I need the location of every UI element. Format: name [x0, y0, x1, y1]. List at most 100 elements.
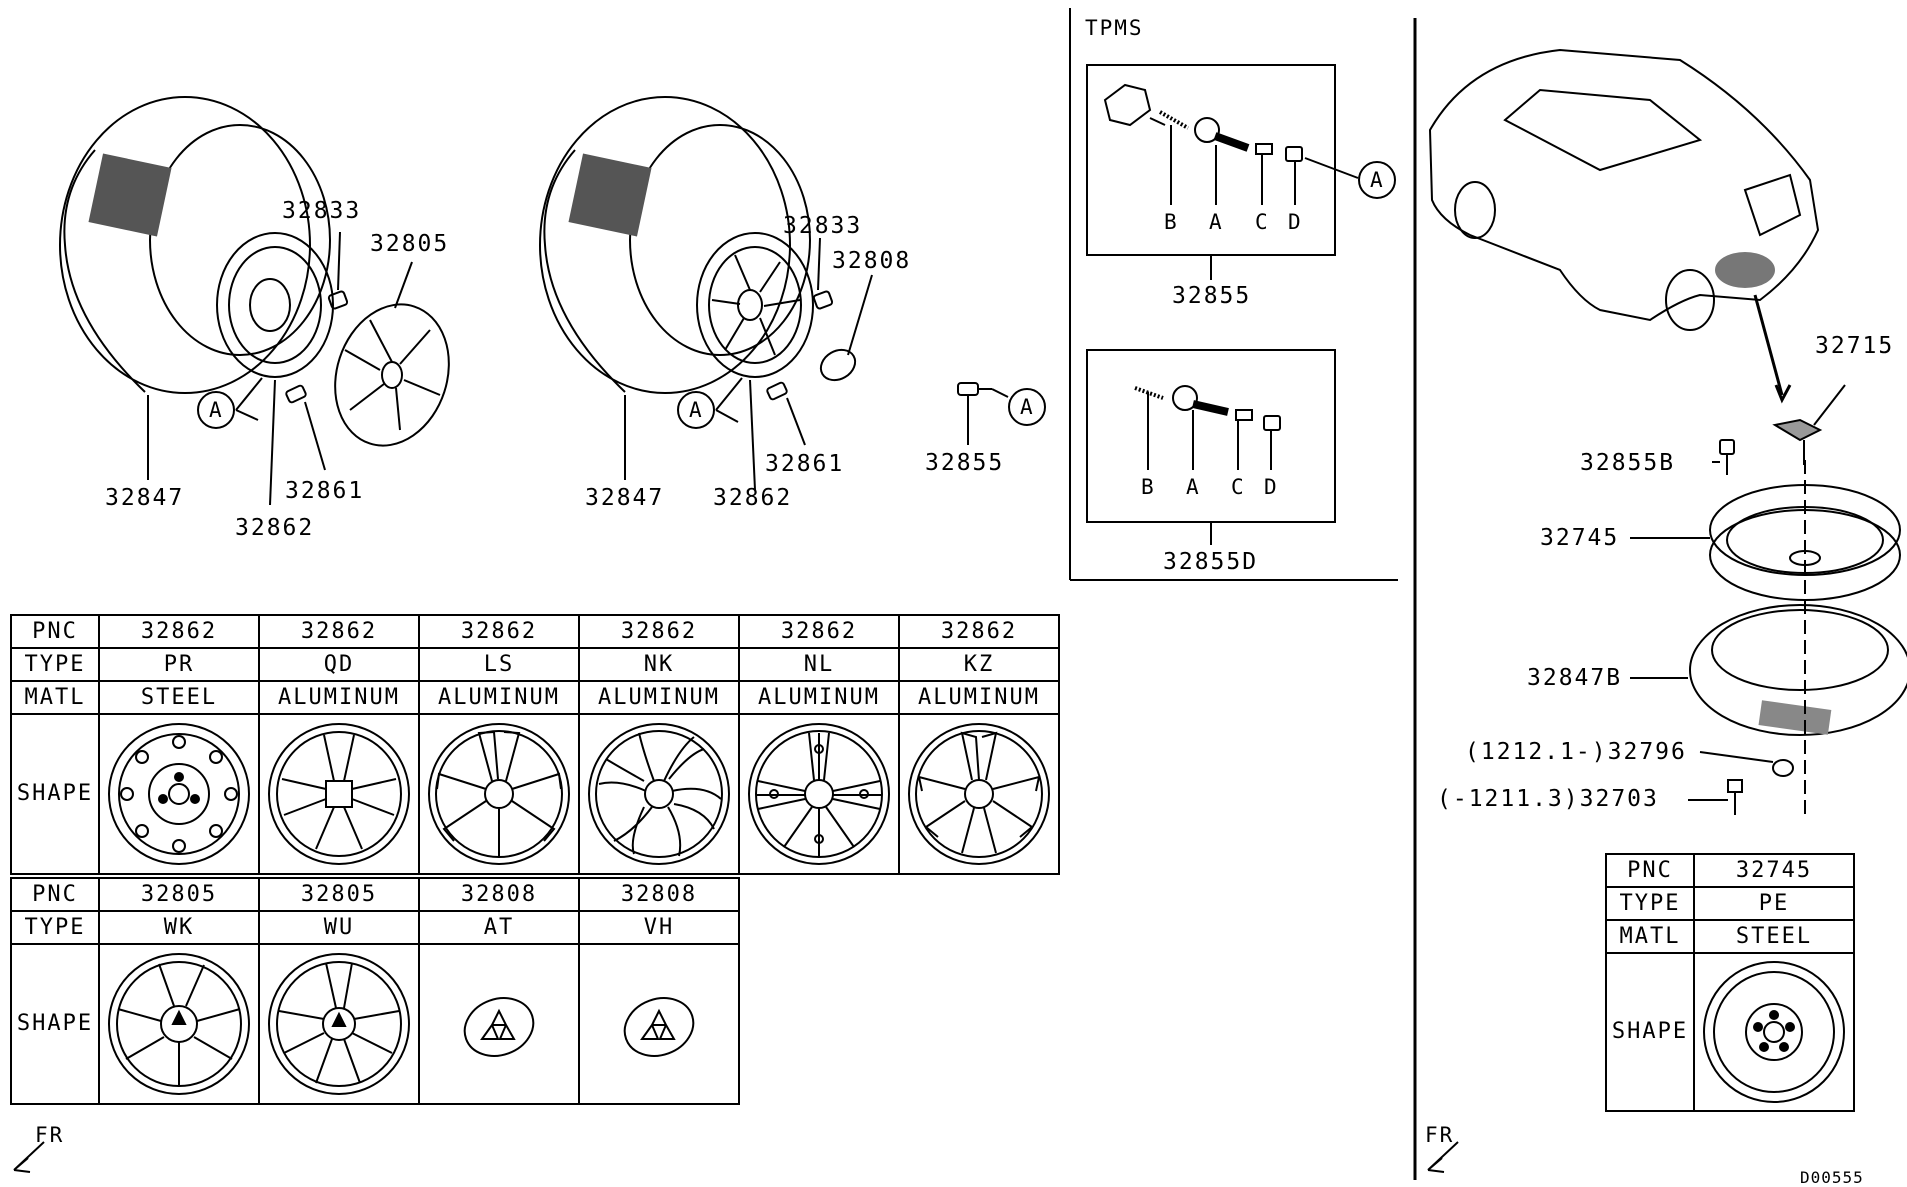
covers-pnc-cell: 32805	[98, 877, 260, 912]
wheels-matl-cell: ALUMINUM	[418, 680, 580, 715]
covers-type-cell: AT	[418, 910, 580, 945]
spare-wheel-label: 32745	[1540, 525, 1620, 551]
covers-type-cell: WK	[98, 910, 260, 945]
spare-matl-cell: STEEL	[1693, 919, 1855, 954]
spare-part2-label: (-1211.3)32703	[1437, 786, 1659, 812]
fr-label-left: FR	[35, 1123, 65, 1147]
wheels-pnc-cell: 32862	[258, 614, 420, 649]
car-silhouette-icon	[1428, 48, 1820, 331]
wheels-matl-cell: ALUMINUM	[578, 680, 740, 715]
wheels-matl-cell: ALUMINUM	[898, 680, 1060, 715]
wheels-pnc-cell: 32862	[898, 614, 1060, 649]
diagram-id: D00555	[1800, 1168, 1864, 1187]
tpms-kit2-box	[1086, 349, 1336, 523]
mid-valve-icon	[957, 382, 992, 396]
tpms-ref-marker: A	[1370, 168, 1383, 192]
spare-tire-illustration	[1689, 604, 1907, 736]
wheels-pnc-cell: 32862	[98, 614, 260, 649]
ref-circle-tpms	[1358, 161, 1396, 199]
alloy-wheel-nk-icon	[588, 723, 730, 865]
wheels-type-cell: NK	[578, 647, 740, 682]
wheels-shape-cell	[578, 713, 740, 875]
wheels-table: PNC 32862 32862 32862 32862 32862 32862 …	[10, 614, 1060, 875]
wheels-pnc-cell: 32862	[578, 614, 740, 649]
alloy-wheel-ls-icon	[428, 723, 570, 865]
tpms-kit2-stem-icon	[1134, 385, 1281, 431]
bracket-icon	[1772, 418, 1823, 442]
left-weight-label: 32861	[285, 478, 365, 504]
tpms-kit1-letter-c: C	[1255, 210, 1270, 234]
covers-shape-cell	[258, 943, 420, 1105]
left-cover-label: 32805	[370, 231, 450, 257]
mid-cap-icon	[819, 348, 857, 382]
tpms-kit1-letter-b: B	[1164, 210, 1179, 234]
steel-wheel-icon	[108, 723, 250, 865]
spare-shape-cell	[1693, 952, 1855, 1112]
spare-bolt-label: 32855B	[1580, 450, 1676, 476]
covers-pnc-cell: 32805	[258, 877, 420, 912]
left-tire-label: 32847	[105, 485, 185, 511]
tpms-sensor-icon	[1103, 83, 1166, 127]
wheels-table-header-matl: MATL	[10, 680, 100, 715]
spare-wheel-icon	[1703, 961, 1845, 1103]
wheels-type-cell: LS	[418, 647, 580, 682]
tpms-kit1-label: 32855	[1172, 283, 1252, 309]
spare-type-cell: PE	[1693, 886, 1855, 921]
mid-tire-illustration	[539, 96, 814, 394]
spare-part1-label: (1212.1-)32796	[1465, 739, 1687, 765]
covers-shape-cell	[578, 943, 740, 1105]
covers-type-cell: WU	[258, 910, 420, 945]
wheels-pnc-cell: 32862	[738, 614, 900, 649]
wheels-shape-cell	[98, 713, 260, 875]
spare-tire-label: 32847B	[1527, 665, 1623, 691]
spare-table-header-shape: SHAPE	[1605, 952, 1695, 1112]
mid-nut-label: 32833	[783, 213, 863, 239]
wheels-shape-cell	[738, 713, 900, 875]
mid-valve-label: 32855	[925, 450, 1005, 476]
covers-type-cell: VH	[578, 910, 740, 945]
wheels-pnc-cell: 32862	[418, 614, 580, 649]
mid-cap-label: 32808	[832, 248, 912, 274]
left-wheel-label: 32862	[235, 515, 315, 541]
mid-tire-label: 32847	[585, 485, 665, 511]
spare-table-header-pnc: PNC	[1605, 853, 1695, 888]
covers-shape-cell	[418, 943, 580, 1105]
tpms-kit1-letter-a: A	[1209, 210, 1224, 234]
tpms-valve-stem-icon	[1159, 110, 1303, 162]
tpms-kit2-letter-b: B	[1141, 475, 1156, 499]
wheels-table-header-type: TYPE	[10, 647, 100, 682]
wheels-table-header-pnc: PNC	[10, 614, 100, 649]
wheels-type-cell: PR	[98, 647, 260, 682]
ref-circle-left	[197, 391, 235, 429]
covers-table-header-pnc: PNC	[10, 877, 100, 912]
wheels-table-header-shape: SHAPE	[10, 713, 100, 875]
mid-ref-marker: A	[689, 398, 702, 422]
alloy-wheel-nl-icon	[748, 723, 890, 865]
wheels-type-cell: NL	[738, 647, 900, 682]
wheels-shape-cell	[418, 713, 580, 875]
covers-table-header-shape: SHAPE	[10, 943, 100, 1105]
fr-arrow-left-icon	[13, 1141, 45, 1173]
center-cap-vh-icon	[623, 997, 695, 1057]
spare-table: PNC 32745 TYPE PE MATL STEEL SHAPE	[1605, 853, 1855, 1112]
spare-bolt-icon	[1719, 439, 1735, 475]
part-32796-icon	[1772, 759, 1794, 777]
spare-pnc-cell: 32745	[1693, 853, 1855, 888]
tpms-kit2-letter-a: A	[1186, 475, 1201, 499]
wheels-shape-cell	[898, 713, 1060, 875]
mid-nut-icon	[812, 290, 834, 310]
tpms-kit1-letter-d: D	[1288, 210, 1303, 234]
wheels-shape-cell	[258, 713, 420, 875]
wheel-cover-wk-icon	[108, 953, 250, 1095]
fr-arrow-right-icon	[1427, 1141, 1459, 1173]
center-cap-at-icon	[463, 997, 535, 1057]
valve-ref-marker: A	[1020, 395, 1033, 419]
left-wheel-cover-illustration	[334, 303, 450, 447]
ref-circle-valve	[1008, 388, 1046, 426]
tpms-kit2-label: 32855D	[1163, 549, 1259, 575]
wheels-matl-cell: STEEL	[98, 680, 260, 715]
left-tire-illustration	[59, 96, 334, 394]
mid-weight-icon	[766, 381, 788, 401]
alloy-wheel-kz-icon	[908, 723, 1050, 865]
